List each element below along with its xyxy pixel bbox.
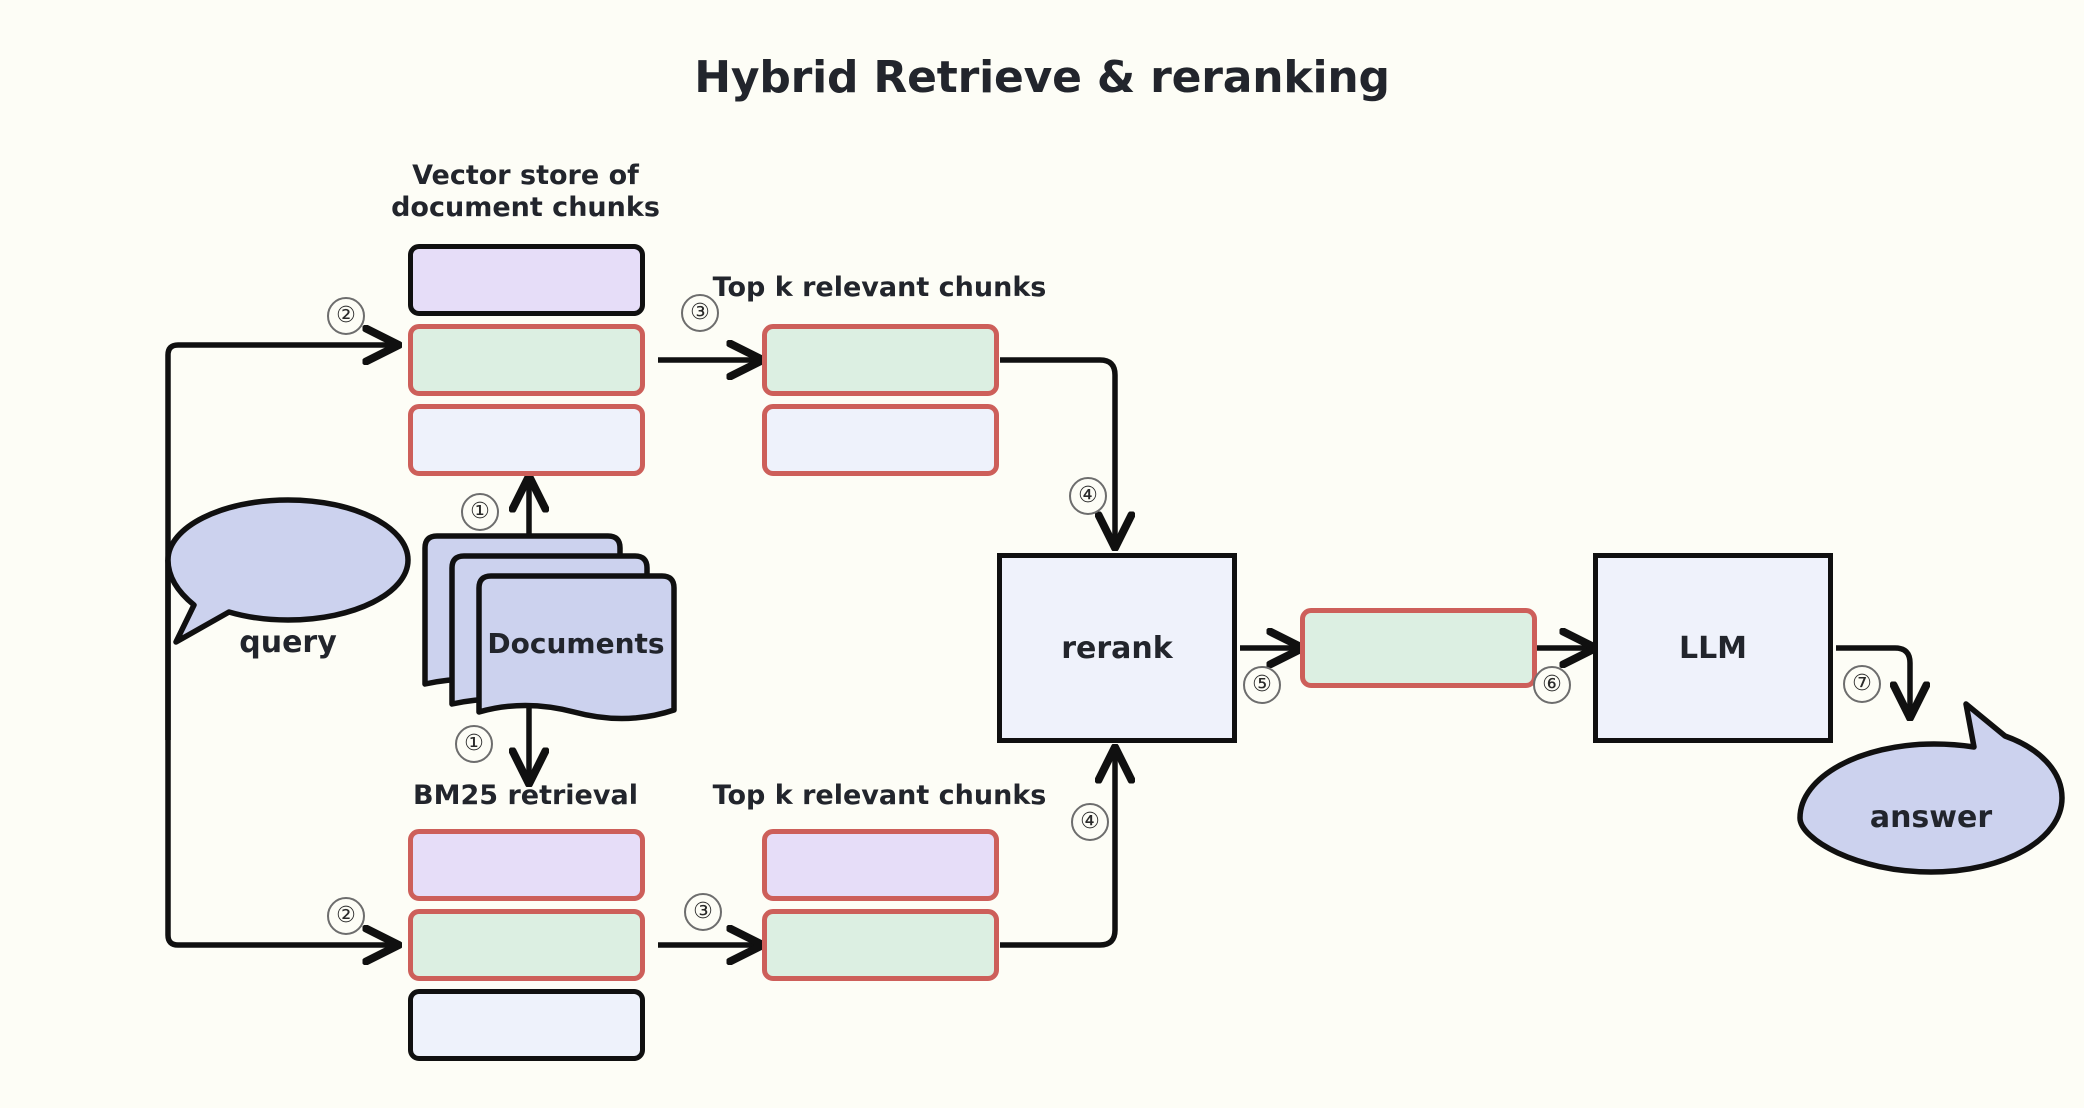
- edge-query-spine-lower: [165, 640, 393, 945]
- topk-bm25-label: Top k relevant chunks: [712, 780, 1047, 811]
- topk-vector-label: Top k relevant chunks: [712, 272, 1047, 303]
- step-4-vector-badge: ④: [1069, 477, 1107, 515]
- topk-vector-chunk-1[interactable]: [762, 324, 999, 396]
- step-4-bm25-badge: ④: [1071, 803, 1109, 841]
- step-6-to-llm-badge: ⑥: [1533, 666, 1571, 704]
- step-1-index-badge: ①: [461, 493, 499, 531]
- documents-label: Documents: [487, 627, 665, 660]
- edge-topk-vector-to-rerank: [1000, 357, 1115, 542]
- step-3-vector-badge: ③: [681, 294, 719, 332]
- topk-bm25-chunk-2[interactable]: [762, 909, 999, 981]
- step-1-bm25-badge: ①: [455, 725, 493, 763]
- query-bubble-shape: [165, 497, 411, 645]
- rerank-label: rerank: [1061, 630, 1173, 666]
- reranked-chunk[interactable]: [1300, 608, 1537, 688]
- bm25-chunk-3[interactable]: [408, 989, 645, 1061]
- edge-llm-to-answer: [1836, 645, 1910, 712]
- edge-query-spine: [165, 345, 393, 640]
- document-sheet-front: [476, 573, 677, 722]
- vector-chunk-1[interactable]: [408, 244, 645, 316]
- bm25-chunk-1[interactable]: [408, 829, 645, 901]
- bm25-chunk-2[interactable]: [408, 909, 645, 981]
- step-5-rerank-out-badge: ⑤: [1243, 666, 1281, 704]
- vector-chunk-2[interactable]: [408, 324, 645, 396]
- llm-label: LLM: [1678, 630, 1748, 666]
- answer-bubble-shape: [1797, 701, 2065, 875]
- answer-label: answer: [1869, 800, 1993, 835]
- rerank-box[interactable]: rerank: [997, 553, 1237, 743]
- llm-box[interactable]: LLM: [1593, 553, 1833, 743]
- step-3-bm25-badge: ③: [684, 893, 722, 931]
- step-2-vector-badge: ②: [327, 297, 365, 335]
- vector-store-label: Vector store of document chunks: [391, 160, 660, 223]
- vector-chunk-3[interactable]: [408, 404, 645, 476]
- topk-bm25-chunk-1[interactable]: [762, 829, 999, 901]
- query-label: query: [239, 625, 337, 660]
- step-7-to-answer-badge: ⑦: [1843, 665, 1881, 703]
- page-title: Hybrid Retrieve & reranking: [694, 52, 1390, 103]
- topk-vector-chunk-2[interactable]: [762, 404, 999, 476]
- step-2-bm25-badge: ②: [327, 897, 365, 935]
- edge-topk-bm25-to-rerank: [1000, 753, 1115, 948]
- bm25-label: BM25 retrieval: [413, 780, 638, 811]
